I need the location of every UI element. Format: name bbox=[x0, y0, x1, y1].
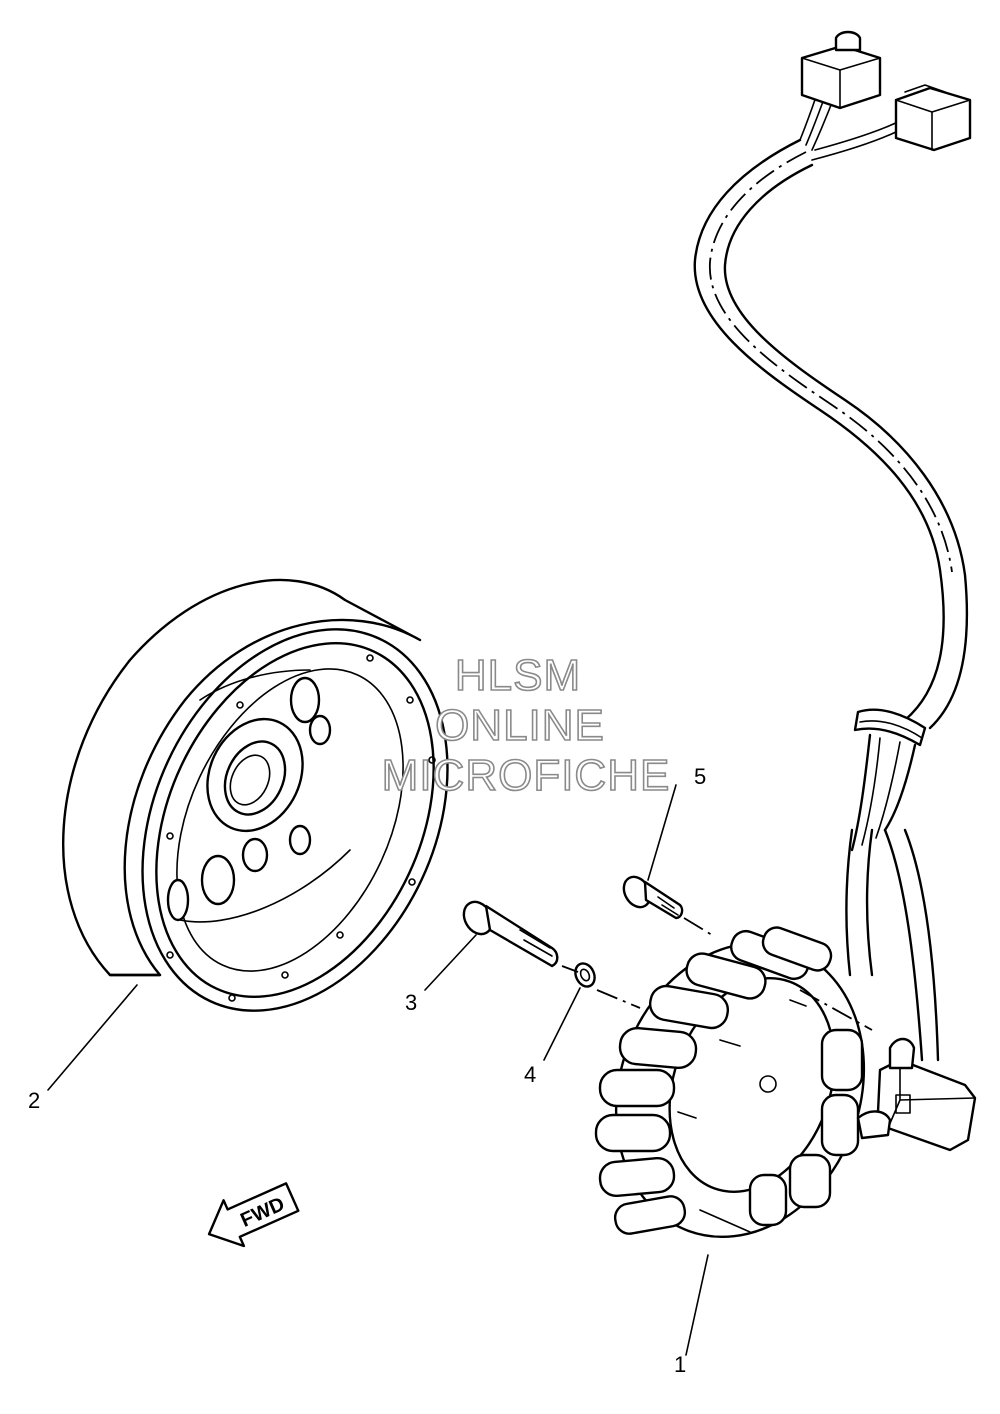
rotor bbox=[61, 578, 449, 1012]
fwd-arrow-icon: FWD bbox=[207, 1182, 300, 1248]
callout-2: 2 bbox=[28, 1088, 40, 1113]
watermark-line-3: MICROFICHE bbox=[382, 751, 671, 800]
callout-4: 4 bbox=[524, 1062, 536, 1087]
washer bbox=[574, 962, 596, 988]
stator bbox=[594, 926, 977, 1239]
watermark-line-2: ONLINE bbox=[435, 701, 605, 750]
callout-3: 3 bbox=[405, 990, 417, 1015]
callout-1: 1 bbox=[674, 1352, 686, 1377]
watermark: HLSM ONLINE MICROFICHE bbox=[381, 650, 671, 801]
bolt bbox=[462, 900, 559, 968]
watermark-line-1: HLSM bbox=[455, 651, 581, 700]
leader-lines bbox=[47, 784, 709, 1356]
wire-harness bbox=[693, 30, 972, 1062]
screw bbox=[622, 875, 684, 920]
assembly-guide-lines bbox=[561, 917, 873, 1031]
callout-5: 5 bbox=[694, 764, 706, 789]
